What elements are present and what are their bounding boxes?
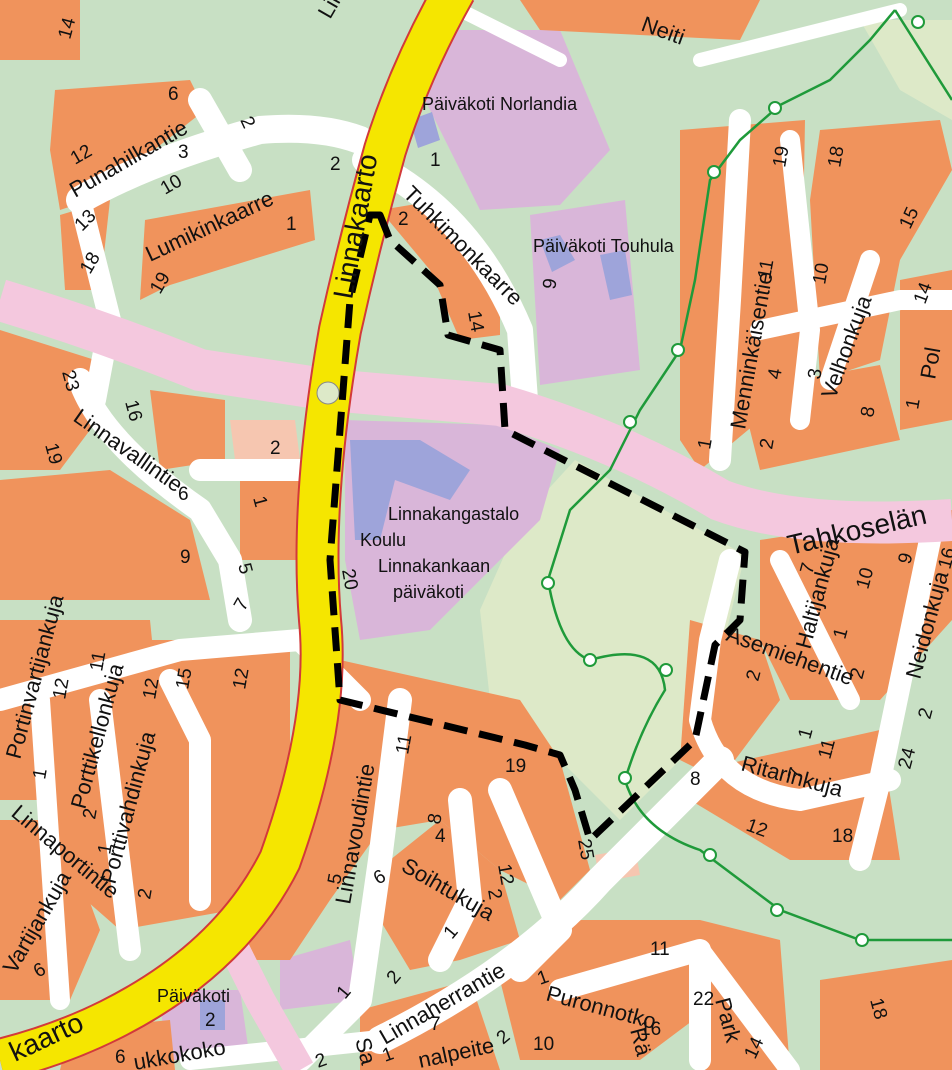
house-number: 18 [824,144,848,168]
house-number: 2 [205,1010,216,1031]
house-number: 25 [573,837,597,861]
house-number: 5 [233,561,256,577]
house-number: 1 [286,214,297,235]
house-number: 9 [539,277,562,291]
house-number: 8 [424,812,447,826]
label-paivakoti-norlandia: Päiväkoti Norlandia [422,94,578,114]
house-number: 6 [115,1047,126,1068]
house-number: 19 [505,756,526,777]
house-number: 2 [915,706,938,722]
house-number: 2 [134,887,157,901]
label-pol: Pol [915,345,945,381]
house-number: 8 [857,405,880,419]
house-number: 2 [398,209,409,230]
house-number: 7 [430,1014,441,1035]
main-road-linnakaarto [0,0,475,1070]
house-number: 1 [430,150,441,171]
house-number: 4 [764,366,787,380]
house-number: 8 [690,769,701,790]
house-number: 1 [248,494,271,510]
house-number: 16 [640,1019,661,1040]
house-number: 1 [94,842,117,856]
house-number: 16 [935,545,952,571]
label-linnakankaan: Linnakankaan [378,556,490,576]
house-number: 10 [809,261,833,285]
label-linnakangastalo: Linnakangastalo [388,504,519,524]
walking-trail [546,9,952,942]
house-number: 11 [754,258,778,281]
house-number: 1 [830,626,853,642]
house-number: 1 [29,767,52,781]
house-number: 7 [797,561,820,577]
house-number: 18 [832,826,853,847]
label-paivakoti-touhula: Päiväkoti Touhula [533,236,675,256]
house-number: 2 [79,807,102,821]
house-number: 15 [172,666,196,690]
buildings [200,112,632,1030]
house-number: 5 [324,872,347,886]
house-number: 10 [533,1034,554,1055]
house-number: 9 [180,547,191,568]
house-number: 6 [178,484,189,505]
house-number: 19 [769,144,793,168]
house-number: 1 [902,397,925,411]
house-number: 20 [337,567,361,591]
planning-area-boundary [326,211,749,844]
house-number: 2 [330,154,341,175]
pedestrian-streets [0,279,952,1070]
house-number: 2 [270,438,281,459]
house-number: 11 [650,939,670,960]
house-number: 7 [785,766,808,782]
roundabout-icon [316,381,340,405]
house-number: 3 [178,142,189,163]
house-number: 1 [694,437,717,451]
label-paivakoti-school: päiväkoti [393,582,464,602]
house-number: 3 [804,367,827,381]
house-number: 22 [693,989,714,1010]
house-number: 9 [895,551,918,567]
house-number: 14 [463,309,487,334]
house-number: 12 [493,862,517,886]
house-number: 2 [756,437,779,451]
house-number: 1 [795,726,818,742]
house-number: 12 [139,676,163,700]
house-number: 12 [229,666,253,690]
house-number: 2 [847,666,870,682]
house-number: 11 [86,650,110,673]
trail-markers [541,15,925,947]
house-number: 6 [168,84,179,105]
house-number: 4 [435,826,446,847]
house-number: 2 [743,668,766,684]
label-koulu: Koulu [360,530,406,550]
norlandia-lot [420,30,610,210]
label-paivakoti-bottom: Päiväkoti [157,986,230,1006]
house-number: 12 [49,676,73,700]
house-number: 11 [392,733,416,756]
house-number: 2 [483,887,506,901]
